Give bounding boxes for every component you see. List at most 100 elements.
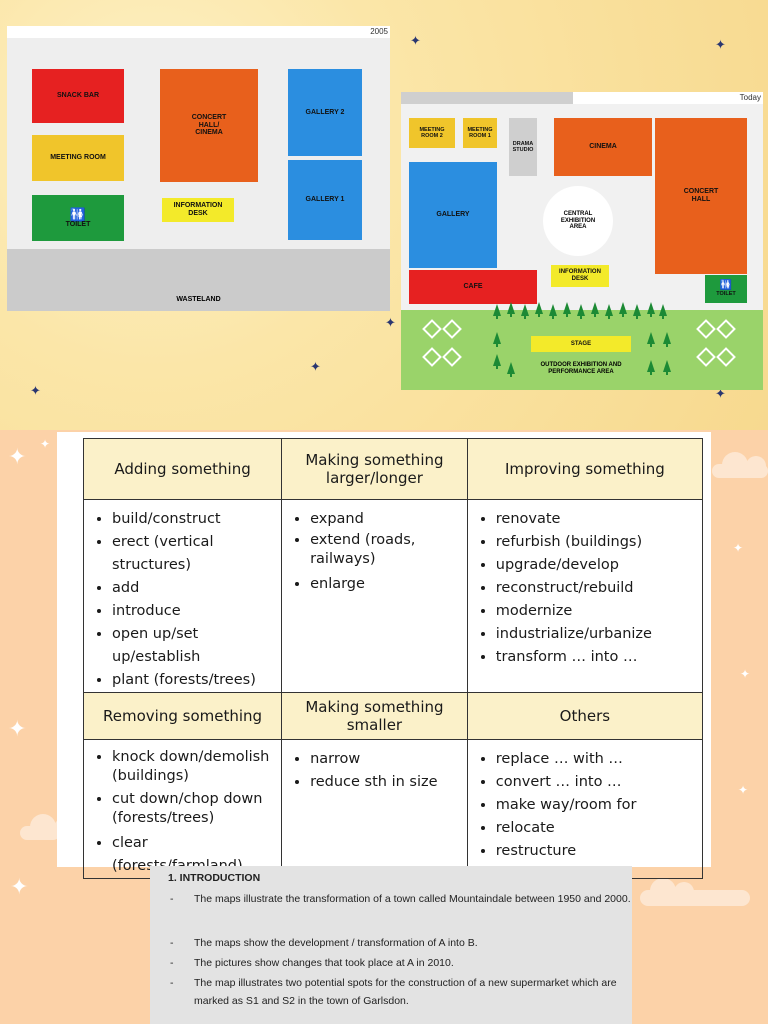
tree-icon xyxy=(663,360,671,375)
list-item: enlarge xyxy=(310,573,461,596)
header-improving: Improving something xyxy=(466,438,704,500)
sparkle-icon: ✦ xyxy=(40,437,51,451)
room-label: MEETING ROOM 2 xyxy=(419,126,445,139)
list-item: introduce xyxy=(112,600,275,623)
list-item: narrow xyxy=(310,748,461,771)
tree-icon xyxy=(633,304,641,319)
cell-larger: expand extend (roads, railways) enlarge xyxy=(281,499,468,693)
tree-icon xyxy=(619,302,627,317)
outdoor-area: STAGE OUTDOOR EXHIBITION AND PERFORMANCE… xyxy=(401,302,763,390)
list-item: convert … into … xyxy=(496,771,696,794)
tree-icon xyxy=(647,302,655,317)
seating-icon xyxy=(442,347,462,367)
list-item: replace … with … xyxy=(496,748,696,771)
sparkle-icon: ✦ xyxy=(715,386,726,401)
map-year-label: 2005 xyxy=(370,27,388,36)
cell-others: replace … with … convert … into … make w… xyxy=(466,739,704,879)
seating-icon xyxy=(422,347,442,367)
list-item: upgrade/develop xyxy=(496,554,696,577)
tree-icon xyxy=(507,302,515,317)
cell-adding: build/construct erect (vertical structur… xyxy=(82,499,283,693)
room-concert-hall: CONCERT HALL xyxy=(655,118,747,274)
sparkle-icon: ✦ xyxy=(8,444,27,469)
central-exhibition-area: CENTRAL EXHIBITION AREA xyxy=(543,186,613,256)
map-today: Today MEETING ROOM 2 MEETING ROOM 1 DRAM… xyxy=(401,92,763,390)
tree-icon xyxy=(659,304,667,319)
map-2005-header xyxy=(7,26,390,38)
room-label: MEETING ROOM 1 xyxy=(467,126,493,139)
list-item: build/construct xyxy=(112,508,275,531)
sparkle-icon: ✦ xyxy=(8,716,27,741)
seating-icon xyxy=(696,319,716,339)
map-year-label: Today xyxy=(739,93,761,102)
tree-icon xyxy=(521,304,529,319)
sparkle-icon: ✦ xyxy=(30,383,41,398)
sparkle-icon: ✦ xyxy=(410,33,421,48)
list-item: transform … into … xyxy=(496,646,696,669)
list-item: plant (forests/trees) xyxy=(112,669,275,692)
seating-icon xyxy=(442,319,462,339)
sparkle-icon: ✦ xyxy=(738,783,749,797)
list-item: restructure xyxy=(496,840,696,863)
intro-line: The maps show the development / transfor… xyxy=(170,934,640,952)
cell-removing: knock down/demolish (buildings) cut down… xyxy=(82,739,283,879)
cell-smaller: narrow reduce sth in size xyxy=(281,739,468,879)
room-gallery-1: GALLERY 1 xyxy=(288,160,362,240)
list-item: open up/set up/establish xyxy=(112,623,275,669)
room-label: CONCERT HALL/ CINEMA xyxy=(191,113,227,137)
sparkle-icon: ✦ xyxy=(310,359,321,374)
sparkle-icon: ✦ xyxy=(10,874,29,899)
header-others: Others xyxy=(466,692,704,740)
list-item: expand xyxy=(310,508,461,531)
header-removing: Removing something xyxy=(82,692,283,740)
intro-line: The maps illustrate the transformation o… xyxy=(170,890,640,908)
cell-improving: renovate refurbish (buildings) upgrade/d… xyxy=(466,499,704,693)
introduction-section: 1. INTRODUCTION The maps illustrate the … xyxy=(150,866,632,1024)
cloud-decoration xyxy=(20,814,74,840)
room-information-desk: INFORMATION DESK xyxy=(162,198,234,222)
room-label: TOILET xyxy=(65,220,91,228)
header-adding: Adding something xyxy=(82,438,283,500)
seating-icon xyxy=(716,347,736,367)
list-item: industrialize/urbanize xyxy=(496,623,696,646)
cloud-decoration xyxy=(712,452,768,478)
tree-icon xyxy=(647,360,655,375)
sparkle-icon: ✦ xyxy=(715,37,726,52)
list-item: reconstruct/rebuild xyxy=(496,577,696,600)
room-snack-bar: SNACK BAR xyxy=(32,69,124,123)
wasteland-area: WASTELAND xyxy=(7,249,390,311)
room-cinema: CINEMA xyxy=(554,118,652,176)
tree-icon xyxy=(507,362,515,377)
tree-icon xyxy=(493,354,501,369)
vocabulary-table: Adding something Making something larger… xyxy=(82,438,704,879)
stage: STAGE xyxy=(531,336,631,352)
room-concert-hall-cinema: CONCERT HALL/ CINEMA xyxy=(160,69,258,182)
map-today-header xyxy=(401,92,763,104)
room-label: CENTRAL EXHIBITION AREA xyxy=(560,210,596,231)
list-item: refurbish (buildings) xyxy=(496,531,696,554)
list-item: knock down/demolish (buildings) xyxy=(112,748,275,786)
sparkle-icon: ✦ xyxy=(385,315,396,330)
toilet-icon: 🚻 xyxy=(69,206,87,222)
list-item: renovate xyxy=(496,508,696,531)
tree-icon xyxy=(493,332,501,347)
list-item: extend (roads, railways) xyxy=(310,531,461,569)
sparkle-icon: ✦ xyxy=(740,667,751,681)
room-cafe: CAFE xyxy=(409,270,537,304)
cloud-decoration xyxy=(640,878,750,906)
vocabulary-table-card: Adding something Making something larger… xyxy=(57,432,711,879)
tree-icon xyxy=(493,304,501,319)
tree-icon xyxy=(647,332,655,347)
toilet-icon: 🚻 xyxy=(719,279,733,291)
room-gallery-2: GALLERY 2 xyxy=(288,69,362,156)
room-meeting-room-2: MEETING ROOM 2 xyxy=(409,118,455,148)
room-gallery: GALLERY xyxy=(409,162,497,268)
tree-icon xyxy=(549,304,557,319)
room-label: INFORMATION DESK xyxy=(173,202,223,217)
list-item: modernize xyxy=(496,600,696,623)
list-item: make way/room for xyxy=(496,794,696,817)
list-item: erect (vertical structures) xyxy=(112,531,275,577)
list-item: relocate xyxy=(496,817,696,840)
seating-icon xyxy=(422,319,442,339)
section-title: 1. INTRODUCTION xyxy=(168,872,261,884)
